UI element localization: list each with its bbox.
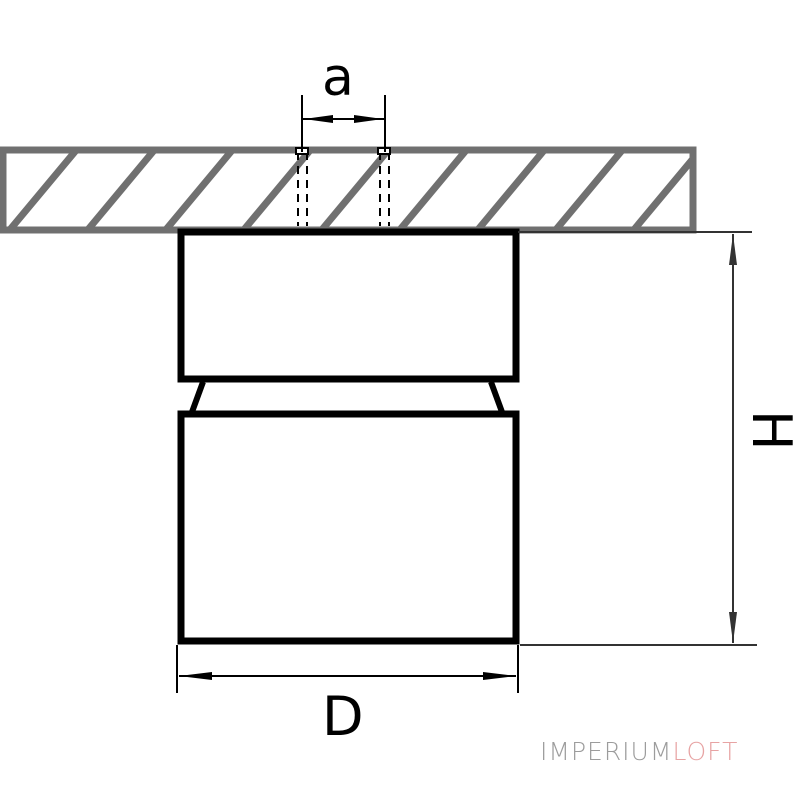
mounting-screws <box>297 152 390 226</box>
dimension-h-label: H <box>740 410 800 451</box>
ceiling-slab <box>0 146 697 234</box>
dimension-d <box>176 645 519 693</box>
lower-body <box>177 410 520 645</box>
dimension-h <box>518 231 757 646</box>
dimension-a <box>301 95 386 152</box>
neck-connector <box>189 380 505 414</box>
dimension-a-label: a <box>322 48 354 108</box>
watermark-imperium: IMPERIUM <box>540 737 673 766</box>
dimension-d-label: D <box>322 685 364 748</box>
upper-body <box>177 228 520 383</box>
watermark-logo: IMPERIUMLOFT <box>540 737 738 766</box>
watermark-loft: LOFT <box>672 737 739 766</box>
